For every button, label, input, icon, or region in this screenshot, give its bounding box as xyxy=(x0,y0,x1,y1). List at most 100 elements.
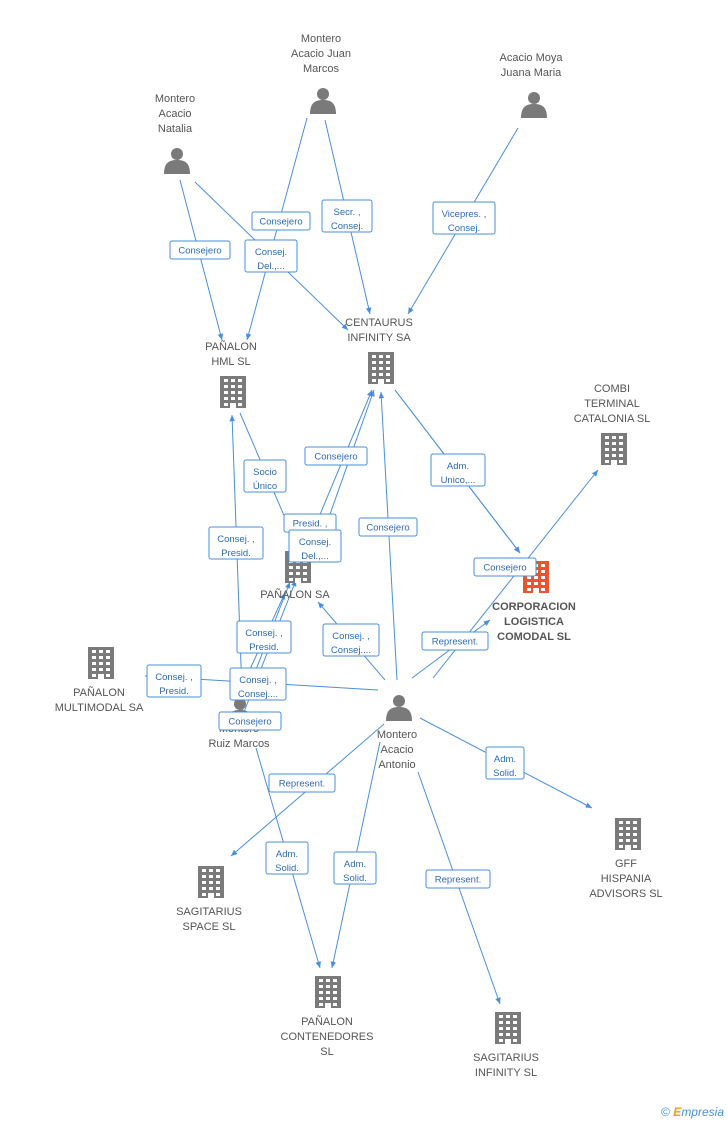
building-icon xyxy=(88,647,114,679)
role-label-text: Unico,... xyxy=(441,475,476,486)
role-label-e7[interactable]: Adm. Unico,... xyxy=(430,453,486,487)
role-label-text: Consej. , xyxy=(239,675,277,686)
company-node-panalon-hml[interactable]: PAÑALON HML SL xyxy=(205,340,257,408)
role-label-text: Consej. , xyxy=(245,628,283,639)
role-label-e19[interactable]: Consejero xyxy=(218,711,282,731)
node-label-line: CONTENEDORES xyxy=(281,1031,374,1043)
role-label-text: Solid. xyxy=(275,863,299,874)
node-label-line: CATALONIA SL xyxy=(574,413,651,425)
role-label-text: Presid. , xyxy=(293,519,328,530)
role-label-e9[interactable]: Presid. , xyxy=(283,513,337,533)
role-label-e2[interactable]: Secr. ,Consej. xyxy=(321,199,373,233)
node-label-line: PAÑALON xyxy=(301,1015,353,1028)
role-label-text: Único xyxy=(253,481,277,492)
node-label-line: CORPORACION xyxy=(492,601,576,613)
role-label-text: Represent. xyxy=(435,875,481,886)
role-label-e16[interactable]: Represent. xyxy=(421,631,489,651)
role-label-text: Socio xyxy=(253,467,277,478)
node-label-line: INFINITY SL xyxy=(475,1067,537,1079)
role-label-text: Adm. xyxy=(447,461,469,472)
role-label-e5[interactable]: Consej. Del.,... xyxy=(244,239,298,273)
building-icon xyxy=(198,866,224,898)
role-label-text: Presid. xyxy=(249,642,279,653)
node-label-line: Montero xyxy=(301,33,341,45)
role-label-e18[interactable]: Consej. ,Consej.... xyxy=(229,667,287,701)
role-label-e10[interactable]: Consej.Del.,... xyxy=(288,529,342,563)
node-label-line: COMBI xyxy=(594,383,630,395)
node-label-line: SL xyxy=(320,1046,333,1058)
role-label-e12[interactable]: Consej. ,Presid. xyxy=(208,526,264,560)
role-label-text: Adm. xyxy=(344,859,366,870)
node-label-line: HML SL xyxy=(211,356,250,368)
node-label-line: Marcos xyxy=(303,63,340,75)
company-node-panalon-multimodal[interactable]: PAÑALON MULTIMODAL SA xyxy=(55,647,144,714)
copyright-notice: © Empresia xyxy=(661,1105,724,1119)
person-icon xyxy=(310,88,336,114)
role-label-text: Consej. , xyxy=(217,534,255,545)
node-label-line: Acacio Moya xyxy=(500,52,564,64)
role-label-e22[interactable]: Adm.Solid. xyxy=(265,841,309,875)
role-label-e13[interactable]: Consejero xyxy=(473,557,537,577)
node-label-line: MULTIMODAL SA xyxy=(55,702,144,714)
node-label-line: Antonio xyxy=(378,759,415,771)
role-label-text: Consejero xyxy=(483,563,526,574)
node-label-line: PAÑALON xyxy=(73,686,125,699)
building-icon xyxy=(523,561,549,593)
role-label-e4[interactable]: Consejero xyxy=(251,211,311,231)
building-icon xyxy=(368,352,394,384)
role-label-e24[interactable]: Represent. xyxy=(425,869,491,889)
role-label-text: Del.,... xyxy=(257,261,284,272)
role-label-e23[interactable]: Adm.Solid. xyxy=(333,851,377,885)
node-label-line: CENTAURUS xyxy=(345,317,413,329)
node-label-line: Natalia xyxy=(158,123,193,135)
node-label-line: Acacio xyxy=(380,744,413,756)
node-label-line: ADVISORS SL xyxy=(589,888,662,900)
role-label-text: Consej. , xyxy=(332,631,370,642)
role-label-text: Consej. xyxy=(255,247,287,258)
role-label-e1[interactable]: Consejero xyxy=(169,240,231,260)
role-label-e17[interactable]: Consej. ,Presid. xyxy=(146,664,202,698)
node-label-line: LOGISTICA xyxy=(504,616,564,628)
building-icon xyxy=(315,976,341,1008)
person-icon xyxy=(521,92,547,118)
role-label-e6[interactable]: Consejero xyxy=(304,446,368,466)
role-label-text: Consej. xyxy=(448,223,480,234)
node-label-line: PAÑALON xyxy=(205,340,257,353)
role-label-text: Consej. xyxy=(331,221,363,232)
role-label-text: Consejero xyxy=(259,217,302,228)
node-label-line: PAÑALON SA xyxy=(260,588,330,601)
role-label-e3[interactable]: Vicepres. ,Consej. xyxy=(432,201,496,235)
node-label-line: HISPANIA xyxy=(601,873,652,885)
role-label-text: Consej. xyxy=(299,537,331,548)
node-label-line: Montero xyxy=(155,93,195,105)
role-label-text: Represent. xyxy=(432,637,478,648)
role-label-e11[interactable]: Consejero xyxy=(358,517,418,537)
building-icon xyxy=(220,376,246,408)
role-label-text: Presid. xyxy=(159,686,189,697)
role-label-e14[interactable]: Consej. , Presid. xyxy=(236,620,292,654)
role-label-e20[interactable]: Adm. Solid. xyxy=(485,746,525,780)
role-label-text: Solid. xyxy=(493,768,517,779)
company-node-panalon-contenedores[interactable]: PAÑALON CONTENEDORES SL xyxy=(281,976,374,1058)
empresia-logo[interactable]: Empresia xyxy=(673,1105,724,1119)
company-node-sagitarius-infinity[interactable]: SAGITARIUS INFINITY SL xyxy=(473,1012,539,1079)
node-label-line: Juana Maria xyxy=(501,67,562,79)
role-label-e15[interactable]: Consej. ,Consej.... xyxy=(322,623,380,657)
role-label-e21[interactable]: Represent. xyxy=(268,773,336,793)
node-label-line: SAGITARIUS xyxy=(473,1052,539,1064)
node-label-line: SAGITARIUS xyxy=(176,906,242,918)
person-icon xyxy=(386,695,412,721)
role-label-text: Adm. xyxy=(494,754,516,765)
node-label-line: Acacio xyxy=(158,108,191,120)
